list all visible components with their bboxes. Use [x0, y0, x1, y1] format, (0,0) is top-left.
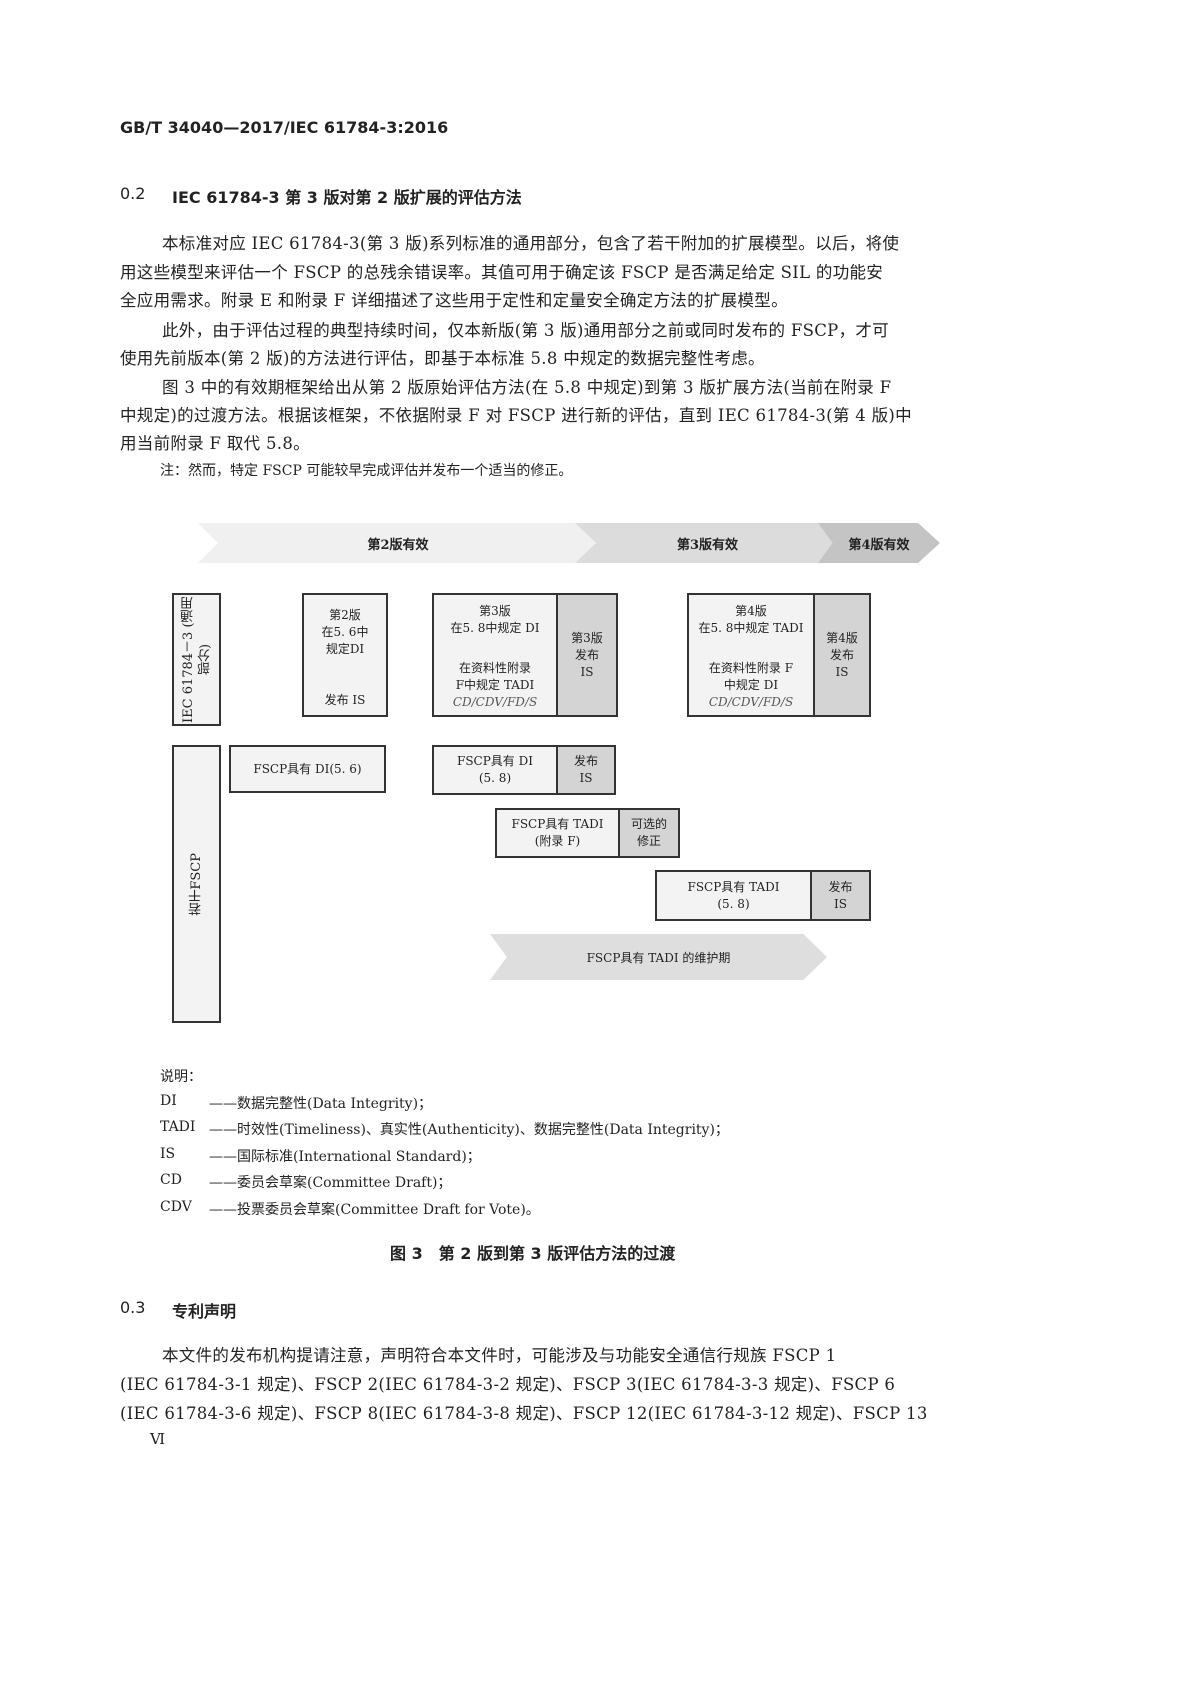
fscp-box: 若干FSCP	[172, 745, 221, 1023]
paragraph-line: 图 3 中的有效期框架给出从第 2 版原始评估方法(在 5.8 中规定)到第 3…	[162, 378, 892, 397]
section-title: IEC 61784-3 第 3 版对第 2 版扩展的评估方法	[172, 188, 522, 207]
edition2-box: 第2版在5. 6中规定DI 发布 IS	[302, 593, 388, 717]
fscp-di56-box: FSCP具有 DI(5. 6)	[229, 745, 386, 793]
legend-abbr: CDV	[160, 1199, 192, 1215]
fscp-tadi-annexf-box: FSCP具有 TADI(附录 F)	[495, 808, 620, 858]
paragraph-line: 本文件的发布机构提请注意，声明符合本文件时，可能涉及与功能安全通信行规族 FSC…	[162, 1346, 837, 1365]
legend-abbr: IS	[160, 1146, 176, 1162]
box-label: 第4版在5. 8中规定 TADI	[698, 604, 804, 635]
optional-amendment-box: 可选的修正	[618, 808, 680, 858]
edition2-valid-arrow: 第2版有效	[198, 523, 598, 563]
box-label: 第3版在5. 8中规定 DI	[450, 604, 540, 635]
legend-desc: ——国际标准(International Standard)；	[209, 1149, 481, 1165]
box-label: 若干FSCP	[189, 852, 204, 916]
section-title: 专利声明	[172, 1302, 237, 1321]
box-label: 发布 IS	[324, 693, 366, 707]
paragraph-line: 中规定)的过渡方法。根据该框架，不依据附录 F 对 FSCP 进行新的评估，直到…	[120, 406, 912, 425]
box-label: 第2版在5. 6中规定DI	[321, 608, 369, 656]
arrow-label: 第3版有效	[676, 537, 739, 553]
section-number: 0.2	[120, 184, 146, 203]
paragraph-line: 本标准对应 IEC 61784-3(第 3 版)系列标准的通用部分，包含了若干附…	[162, 234, 900, 253]
arrow-label: 第2版有效	[367, 537, 429, 553]
legend-desc: ——委员会草案(Committee Draft)；	[209, 1175, 452, 1191]
box-label: IEC 61784－3 (通用部分)	[180, 596, 213, 723]
iec-general-part-box: IEC 61784－3 (通用部分)	[172, 593, 221, 726]
legend-title: 说明：	[160, 1069, 202, 1085]
figure-caption: 图 3 第 2 版到第 3 版评估方法的过渡	[390, 1244, 676, 1263]
legend-abbr: DI	[160, 1093, 177, 1109]
standard-header: GB/T 34040—2017/IEC 61784-3:2016	[120, 118, 449, 137]
paragraph-line: 此外，由于评估过程的典型持续时间，仅本新版(第 3 版)通用部分之前或同时发布的…	[162, 321, 889, 340]
paragraph-line: 用当前附录 F 取代 5.8。	[120, 434, 310, 453]
legend-desc: ——时效性(Timeliness)、真实性(Authenticity)、数据完整…	[209, 1122, 729, 1138]
edition3-valid-arrow: 第3版有效	[575, 523, 840, 563]
legend-abbr: TADI	[160, 1119, 196, 1135]
section-number: 0.3	[120, 1298, 146, 1317]
page-number: Ⅵ	[150, 1430, 166, 1448]
legend-desc: ——数据完整性(Data Integrity)；	[209, 1096, 433, 1112]
fscp-tadi58-box: FSCP具有 TADI(5. 8)	[655, 870, 812, 921]
paragraph-line: 用这些模型来评估一个 FSCP 的总残余错误率。其值可用于确定该 FSCP 是否…	[120, 263, 884, 282]
maintenance-period-arrow: FSCP具有 TADI 的维护期	[490, 934, 827, 980]
paragraph-line: (IEC 61784-3-6 规定)、FSCP 8(IEC 61784-3-8 …	[120, 1404, 928, 1423]
paragraph-line: 使用先前版本(第 2 版)的方法进行评估，即基于本标准 5.8 中规定的数据完整…	[120, 349, 765, 368]
paragraph-line: 全应用需求。附录 E 和附录 F 详细描述了这些用于定性和定量安全确定方法的扩展…	[120, 291, 788, 310]
legend-abbr: CD	[160, 1172, 182, 1188]
arrow-label: FSCP具有 TADI 的维护期	[586, 950, 731, 965]
legend-desc: ——投票委员会草案(Committee Draft for Vote)。	[209, 1202, 540, 1218]
arrow-label: 第4版有效	[848, 537, 910, 553]
edition4-valid-arrow: 第4版有效	[818, 523, 940, 563]
note: 注：然而，特定 FSCP 可能较早完成评估并发布一个适当的修正。	[160, 463, 573, 479]
paragraph-line: (IEC 61784-3-1 规定)、FSCP 2(IEC 61784-3-2 …	[120, 1375, 896, 1394]
fscp-di58-box: FSCP具有 DI(5. 8)	[432, 745, 558, 795]
